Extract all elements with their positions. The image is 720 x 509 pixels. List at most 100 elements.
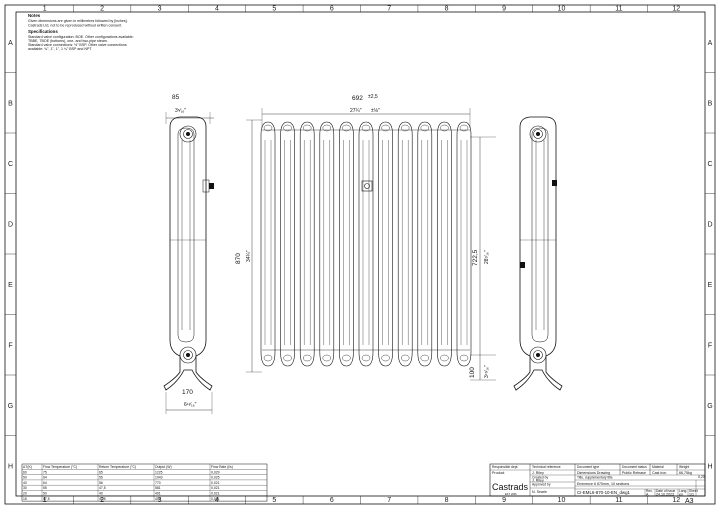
lang-label: Lang.	[679, 489, 687, 493]
grid-col-top-3: 3	[158, 6, 162, 13]
grid-col-top-9: 9	[502, 6, 506, 13]
table-cell: 50	[43, 492, 47, 496]
table-cell: 55	[99, 476, 103, 480]
notes-title: Notes	[28, 13, 41, 18]
grid-col-bottom-6: 6	[330, 497, 334, 504]
floor-mm: 100	[469, 367, 476, 378]
table-cell: 20	[23, 492, 27, 496]
table-cell: 1043	[155, 476, 163, 480]
table-cell: 770	[155, 481, 161, 485]
table-cell: 60	[23, 470, 27, 474]
notes-block: Notes Given dimensions are given in mill…	[28, 13, 134, 51]
centres-in: 28⁷⁄₁₆"	[484, 250, 490, 264]
radiator-column	[456, 121, 472, 367]
grid-row-left-E: E	[8, 282, 13, 289]
grid-col-bottom-10: 10	[558, 497, 566, 504]
radiator-column	[299, 121, 315, 367]
table-cell: 30	[23, 486, 27, 490]
radiator-column	[358, 121, 374, 367]
radiator-column	[417, 121, 433, 367]
foot-width-mm: 170	[182, 389, 193, 396]
grid-col-bottom-5: 5	[272, 497, 276, 504]
table-cell: 581	[155, 486, 161, 490]
grid-row-left-A: A	[8, 40, 13, 47]
grid-row-left-H: H	[8, 463, 13, 470]
table-header: Flow Rate (l/s)	[211, 465, 233, 469]
weight: 66,75kg	[679, 471, 692, 475]
table-cell: 42,5	[99, 497, 106, 501]
grid-row-left-C: C	[8, 161, 13, 168]
spec-line-3: Standard valve connections: ½" BSP. Othe…	[28, 43, 127, 47]
grid-col-top-7: 7	[387, 6, 391, 13]
floor-in: 3¹⁵⁄₁₆"	[484, 365, 490, 378]
radiator-column	[339, 121, 354, 367]
table-cell: 56	[99, 481, 103, 485]
table-cell: 1225	[155, 470, 163, 474]
table-cell: 0,021	[211, 481, 220, 485]
language: en	[679, 493, 683, 497]
side-view-left: 85 3⁵⁄₁₆" 170 6¹¹⁄₁₆"	[163, 94, 214, 414]
notes-line-1: Given dimensions are given in millimetre…	[28, 19, 128, 23]
table-cell: 0,021	[211, 497, 220, 501]
sheet-label: Sheet	[689, 489, 698, 493]
width-tolerance-in: ±⅛"	[371, 108, 380, 114]
sheet-number: 1/1	[689, 493, 694, 497]
height-mm: 870	[235, 253, 242, 264]
weight-label: Weight	[679, 465, 689, 469]
title-label: Title, supplementary title	[577, 476, 613, 480]
grid-col-bottom-4: 4	[215, 497, 219, 504]
castrads-logo-sub: EST. 2005	[505, 493, 517, 496]
grid-row-right-G: G	[707, 403, 712, 410]
side-view-right	[513, 116, 563, 391]
grid-col-top-10: 10	[558, 6, 566, 13]
responsible-dept: Product	[492, 471, 504, 475]
table-cell: 64	[43, 481, 47, 485]
drawing-title: Eminence 6 870mm, 10 sections	[577, 482, 629, 486]
grid-col-bottom-2: 2	[100, 497, 104, 504]
table-header: Flow Temperature (°C)	[43, 465, 77, 469]
grid-col-bottom-1: 1	[43, 497, 47, 504]
doc-type: Dimensions Drawing	[577, 471, 610, 475]
table-cell: 404	[155, 497, 161, 501]
rev-label: Rev.	[646, 489, 653, 493]
specifications-title: Specifications	[28, 29, 58, 34]
foot-width-in: 6¹¹⁄₁₆"	[184, 402, 197, 408]
table-cell: 47,5	[99, 486, 106, 490]
grid-row-right-H: H	[707, 463, 712, 470]
outer-frame	[4, 4, 716, 505]
grid-col-bottom-12: 12	[672, 497, 680, 504]
grid-row-right-D: D	[707, 221, 712, 228]
grid-col-bottom-3: 3	[158, 497, 162, 504]
title-block: Responsible dept. Product Castrads EST. …	[489, 463, 706, 505]
grid-col-top-6: 6	[330, 6, 334, 13]
table-header: Return Temperature (°C)	[99, 465, 136, 469]
paper-size: A3	[685, 498, 694, 505]
doc-type-label: Document type	[577, 465, 599, 469]
material-label: Material	[652, 465, 664, 469]
table-cell: 15	[23, 497, 27, 501]
inner-frame	[15, 11, 706, 497]
table-cell: 0,021	[211, 486, 220, 490]
side-depth-mm: 85	[172, 94, 180, 101]
date-of-issue: 24.10.2023	[656, 493, 674, 497]
date-label: Date of issue	[656, 489, 675, 493]
table-cell: 55	[43, 486, 47, 490]
approved-by: N. Searle	[532, 490, 547, 494]
grid-row-right-F: F	[708, 342, 712, 349]
doc-status-label: Document status	[622, 465, 647, 469]
grid-row-right-B: B	[708, 100, 713, 107]
grid-col-top-4: 4	[215, 6, 219, 13]
grid-col-top-11: 11	[615, 6, 622, 13]
grid-col-top-12: 12	[672, 6, 680, 13]
grid-row-left-F: F	[8, 342, 12, 349]
grid-col-top-1: 1	[43, 6, 47, 13]
table-cell: 0,029	[211, 470, 220, 474]
centres-mm: 722,5	[472, 249, 479, 266]
grid-row-left-D: D	[8, 221, 13, 228]
mass: 0,25	[698, 475, 705, 479]
approved-by-label: Approved by	[532, 483, 551, 487]
front-view: 692 ±2,5 27¼" ±⅛" 870 34¼" 722,5 28⁷⁄₁₆"…	[235, 94, 496, 381]
